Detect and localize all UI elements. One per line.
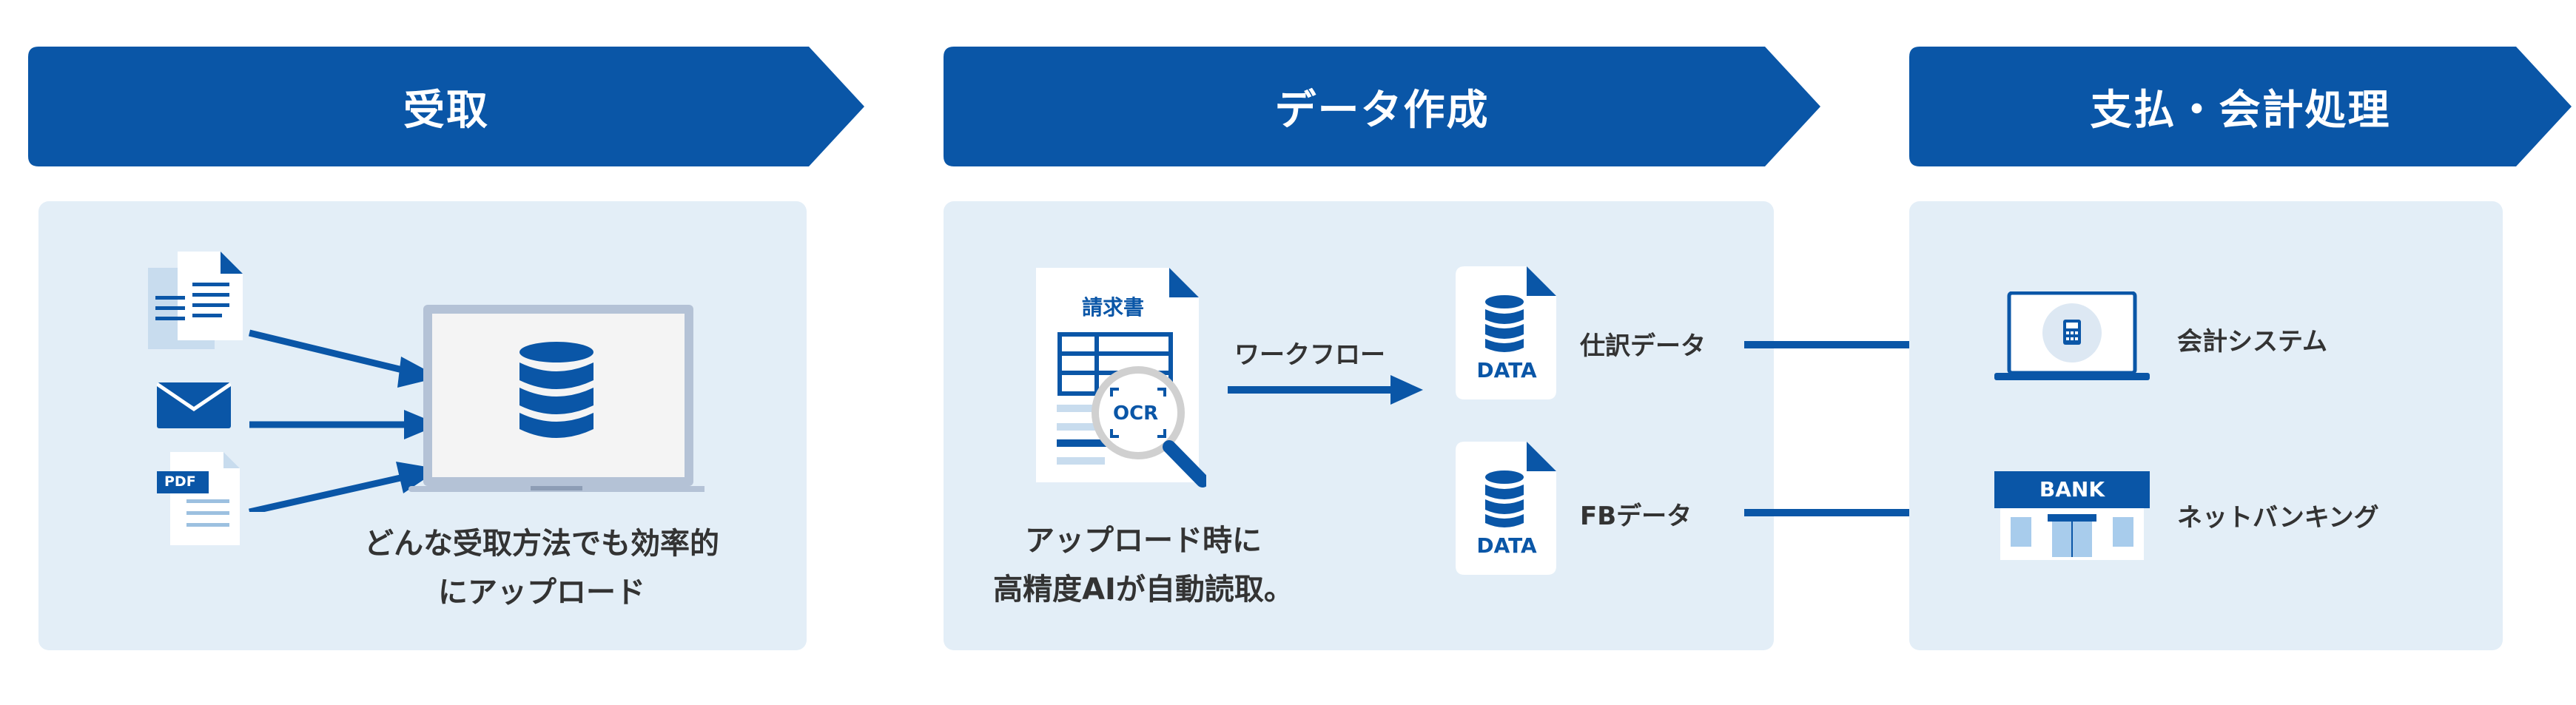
- stage-payment-header: 支払・会計処理: [1909, 47, 2572, 166]
- receive-panel: PDF どんな受取方法でも効率的 にアップロード: [38, 201, 807, 650]
- arrow-document: [248, 329, 410, 375]
- journal-label: 仕訳データ: [1580, 331, 1706, 361]
- data-file-label: DATA: [1476, 533, 1537, 558]
- payment-panel: 会計システム BANK ネットバンキング: [1909, 201, 2503, 650]
- pdf-icon: [157, 452, 240, 545]
- stage-receive-header: 受取: [28, 47, 864, 166]
- invoice-icon: [1036, 268, 1206, 488]
- mail-icon: [157, 382, 231, 428]
- accounting-system-label: 会計システム: [2177, 327, 2327, 357]
- arrow-pdf: [249, 473, 408, 512]
- ocr-label: OCR: [1113, 402, 1159, 425]
- arrowhead-icon: [404, 410, 440, 439]
- chevron-shape: [1909, 47, 2572, 166]
- chevron-shape: [944, 47, 1820, 166]
- caption-line: どんな受取方法でも効率的: [364, 527, 719, 561]
- database-icon: [519, 342, 593, 438]
- laptop-icon: [1994, 291, 2150, 380]
- stage-label: 受取: [403, 86, 489, 135]
- fb-data-label: FBデータ: [1580, 502, 1692, 531]
- workflow-arrow: [1228, 375, 1423, 405]
- pdf-label: PDF: [164, 473, 196, 490]
- stage-create-header: データ作成: [944, 47, 1820, 166]
- bank-sign: BANK: [2039, 477, 2105, 502]
- chevron-shape: [28, 47, 864, 166]
- data-file-icon: [1456, 442, 1556, 575]
- stage-label: データ作成: [1274, 86, 1490, 135]
- data-file-label: DATA: [1476, 358, 1537, 382]
- monitor-icon: [408, 305, 704, 492]
- netbanking-label: ネットバンキング: [2177, 503, 2379, 533]
- document-icon: [148, 252, 243, 349]
- receive-caption: どんな受取方法でも効率的 にアップロード: [320, 519, 764, 617]
- caption-line: アップロード時に: [1025, 524, 1262, 558]
- data-file-icon: [1456, 266, 1556, 399]
- workflow-label: ワークフロー: [1234, 340, 1385, 370]
- create-caption: アップロード時に 高精度AIが自動読取。: [973, 516, 1314, 614]
- caption-line: にアップロード: [438, 576, 645, 610]
- invoice-title: 請求書: [1082, 295, 1145, 320]
- caption-line: 高精度AIが自動読取。: [993, 573, 1294, 607]
- stage-label: 支払・会計処理: [2090, 86, 2391, 135]
- bank-icon: [1994, 471, 2150, 560]
- create-panel: 請求書 OCR ワークフロー DATA 仕訳データ DATA FBデータ アップ…: [944, 201, 1774, 650]
